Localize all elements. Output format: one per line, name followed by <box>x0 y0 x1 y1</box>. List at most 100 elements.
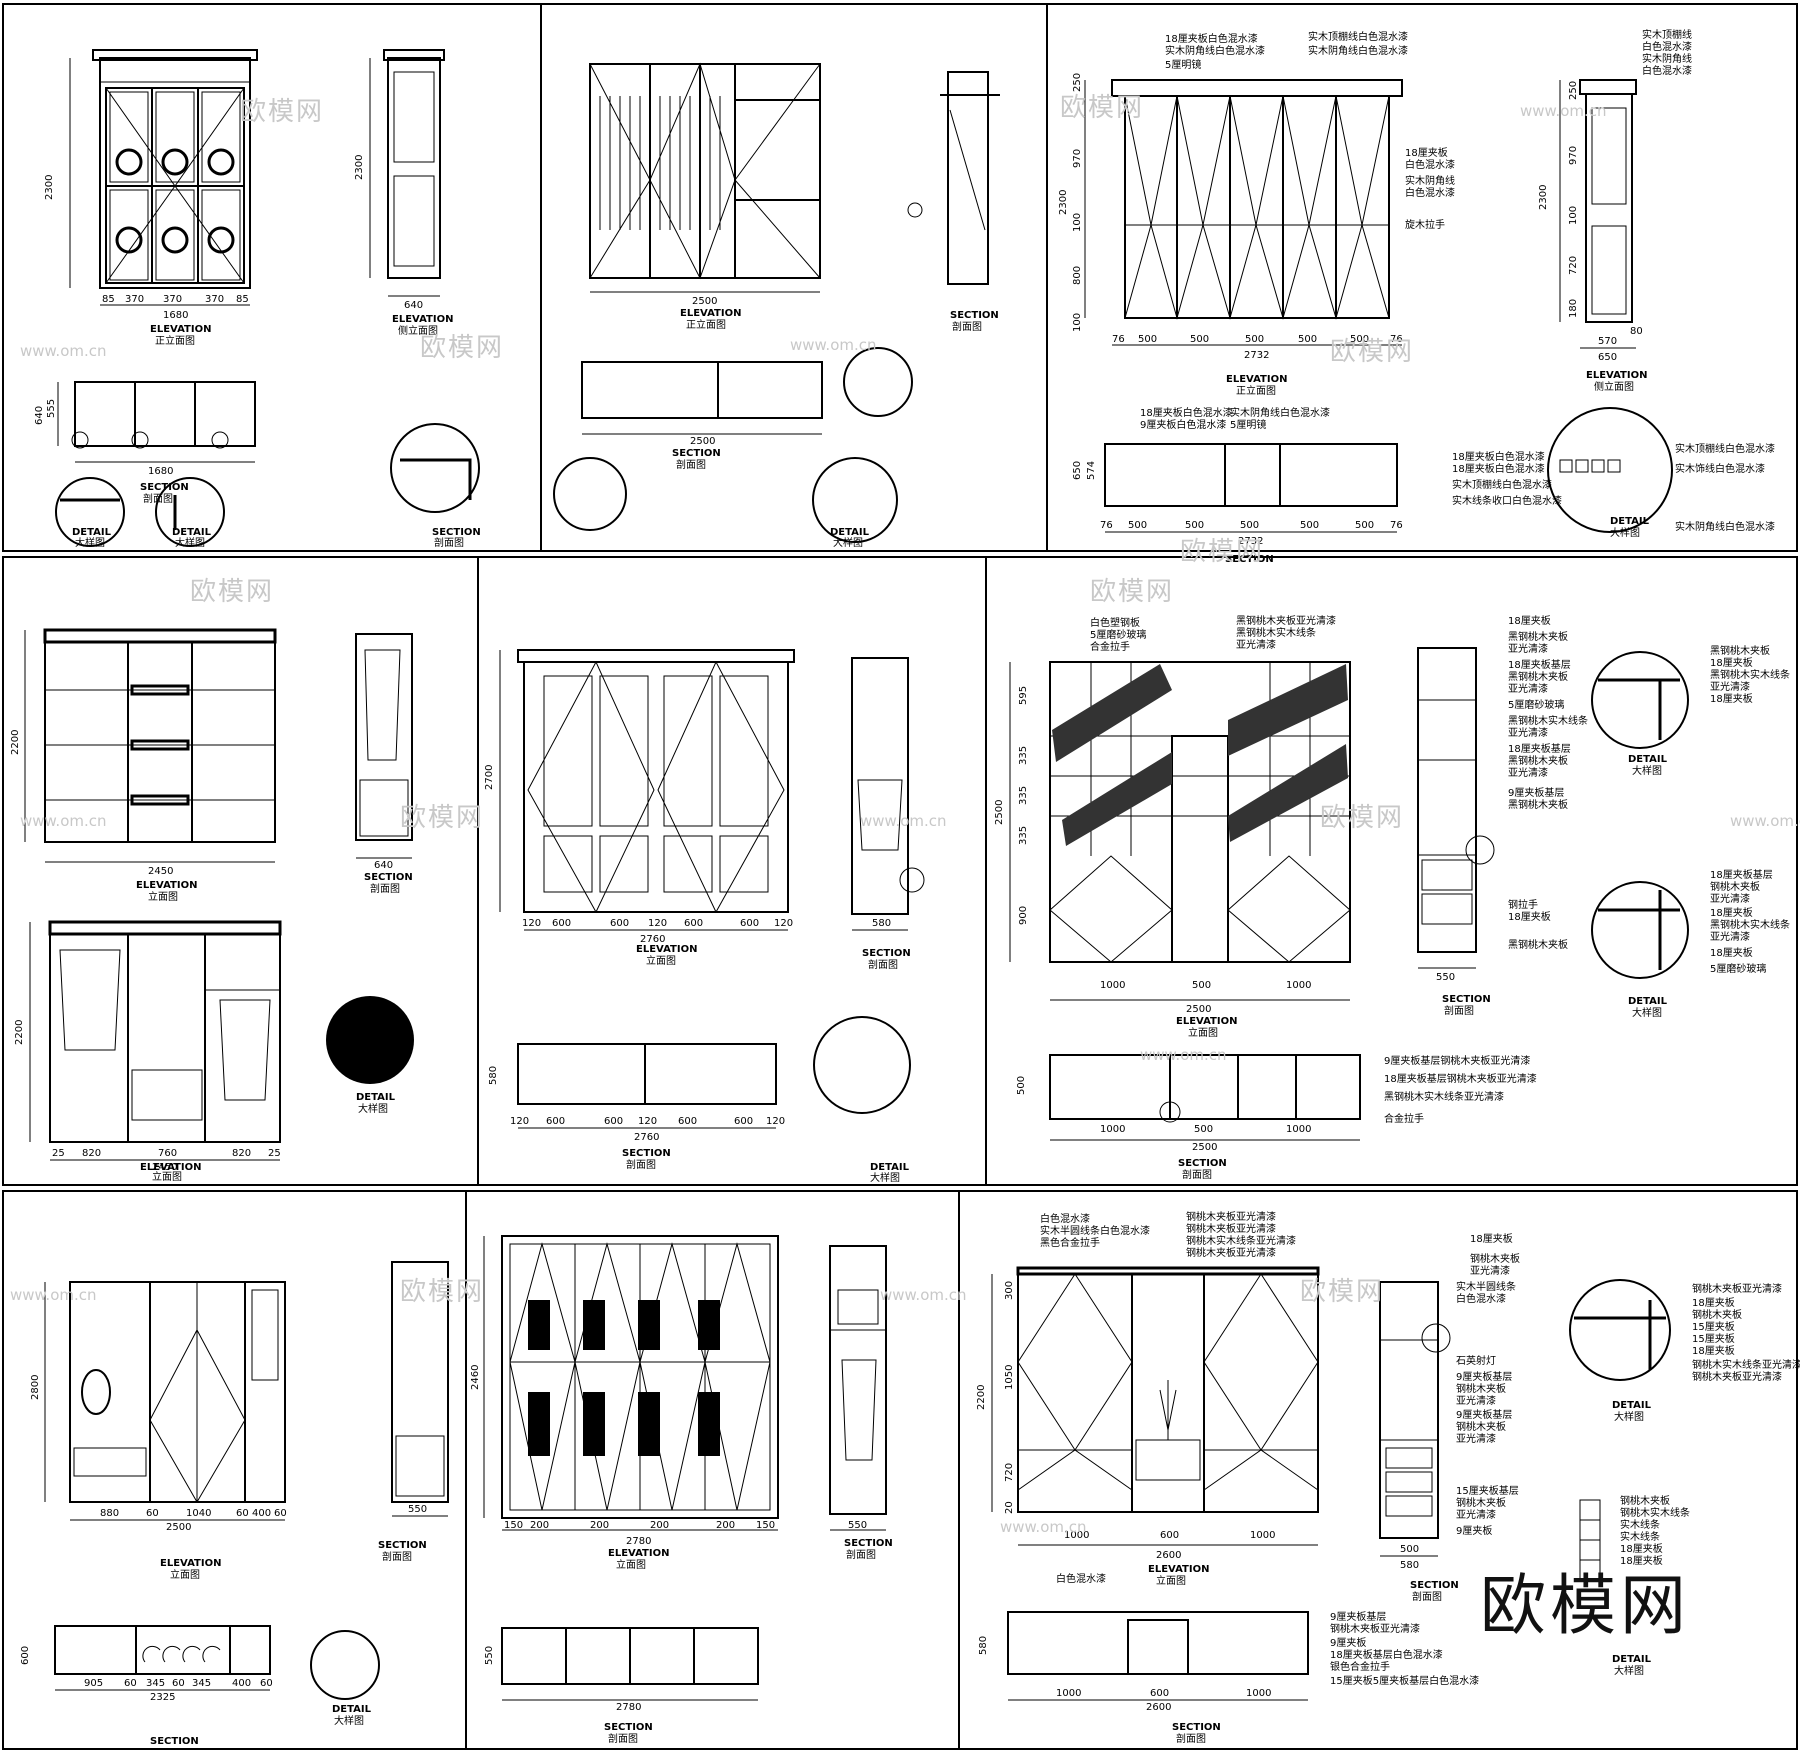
p7-section-depth: 600 <box>20 1646 31 1665</box>
svg-text:钢桃木夹板亚光清漆: 钢桃木夹板亚光清漆 <box>1186 1210 1276 1223</box>
svg-text:18厘夹板: 18厘夹板 <box>1710 906 1753 919</box>
p7-section-width: 2325 <box>150 1692 175 1703</box>
p7-elevation-height: 2800 <box>30 1375 41 1400</box>
svg-text:白色混水漆: 白色混水漆 <box>1642 40 1692 53</box>
p4-elevation-width: 2450 <box>148 866 173 877</box>
p6-side-heading: SECTION <box>1442 994 1491 1005</box>
svg-text:1000: 1000 <box>1250 1530 1275 1541</box>
p6-side-width: 550 <box>1436 972 1455 983</box>
p9-detail-d-labels: 钢桃木夹板 钢桃木实木线条 实木线条 实木线条 18厘夹板 18厘夹板 <box>1620 1494 1690 1567</box>
p1-detail-callouts <box>55 423 480 547</box>
p7-side-section-drawing <box>391 1261 449 1517</box>
svg-text:120: 120 <box>638 1116 657 1127</box>
p8-plan-section-drawing <box>501 1627 759 1701</box>
svg-text:钢桃木夹板: 钢桃木夹板 <box>1620 1494 1670 1507</box>
p6-elevation-name: 立面图 <box>1188 1026 1218 1039</box>
p9-side-labels: 18厘夹板 钢桃木夹板 亚光清漆 实木半圆线条 白色混水漆 石英射灯 9厘夹板基… <box>1456 1232 1520 1537</box>
p3-section-depth-b: 574 <box>1086 461 1097 480</box>
p2-side-name: 剖面图 <box>952 320 982 333</box>
svg-text:银色合金拉手: 银色合金拉手 <box>1330 1660 1390 1673</box>
p7-elevation-drawing <box>44 1281 286 1521</box>
svg-text:欧模网: 欧模网 <box>420 333 504 363</box>
svg-text:9厘夹板基层钢桃木夹板亚光清漆: 9厘夹板基层钢桃木夹板亚光清漆 <box>1384 1054 1530 1067</box>
p1-elevation-height: 2300 <box>44 175 55 200</box>
p1-side-elevation-drawing <box>369 49 445 297</box>
svg-text:5厘磨砂玻璃: 5厘磨砂玻璃 <box>1090 628 1146 641</box>
p7-elevation-width: 2500 <box>166 1522 191 1533</box>
p8-section-heading: SECTION <box>604 1722 653 1733</box>
svg-text:120: 120 <box>766 1116 785 1127</box>
svg-text:970: 970 <box>1072 149 1083 168</box>
p8-elevation-bottom-dims: 150 200 200 200 200 150 <box>504 1520 775 1531</box>
svg-text:www.om.cn: www.om.cn <box>20 342 107 360</box>
p6-section-name: 剖面图 <box>1182 1168 1212 1181</box>
svg-text:黑钢桃木实木线条: 黑钢桃木实木线条 <box>1710 668 1790 681</box>
p5-detail-heading: DETAIL <box>870 1162 910 1173</box>
p1-section-depth-b: 555 <box>46 399 57 418</box>
p3-side-width: 650 <box>1598 352 1617 363</box>
svg-text:实木线条: 实木线条 <box>1620 1530 1660 1543</box>
p7-section-heading: SECTION <box>150 1736 199 1747</box>
svg-text:白色混水漆: 白色混水漆 <box>1456 1292 1506 1305</box>
p6-detail-d-name: 大样图 <box>1632 1006 1662 1019</box>
p1-detail3-heading: SECTION <box>432 527 481 538</box>
p9-side-width: 580 <box>1400 1560 1419 1571</box>
p9-detail-d-name: 大样图 <box>1614 1664 1644 1677</box>
svg-text:76: 76 <box>1390 334 1403 345</box>
p3-detail-heading: DETAIL <box>1610 516 1650 527</box>
p6-side-name: 剖面图 <box>1444 1004 1474 1017</box>
svg-text:1000: 1000 <box>1100 1124 1125 1135</box>
panel-7: 880 60 1040 60 400 60 2800 2500 ELEVATIO… <box>20 1261 449 1747</box>
panel-4: 2450 2200 ELEVATION 立面图 640 SECTION 剖面图 … <box>10 628 414 1183</box>
panel-6: 1000 500 1000 595 335 335 335 900 2500 2… <box>994 614 1790 1181</box>
p6-section-width: 2500 <box>1192 1142 1217 1153</box>
p6-side-section-drawing <box>1417 647 1495 969</box>
p7-detail-name: 大样图 <box>334 1714 364 1727</box>
p7-elevation-heading: ELEVATION <box>160 1558 221 1569</box>
svg-text:钢桃木夹板: 钢桃木夹板 <box>1456 1420 1506 1433</box>
svg-text:500: 500 <box>1194 1124 1213 1135</box>
svg-text:200: 200 <box>530 1520 549 1531</box>
p8-side-section-drawing <box>829 1245 887 1531</box>
svg-text:18厘夹板白色混水漆: 18厘夹板白色混水漆 <box>1140 406 1233 419</box>
p4-side-heading: SECTION <box>364 872 413 883</box>
p3-side-dim-b: 80 <box>1630 326 1643 337</box>
svg-text:钢桃木夹板亚光清漆: 钢桃木夹板亚光清漆 <box>1186 1246 1276 1259</box>
p3-side-dim-a: 570 <box>1598 336 1617 347</box>
p1-side-name: 侧立面图 <box>398 324 438 337</box>
svg-text:9厘夹板: 9厘夹板 <box>1456 1524 1492 1537</box>
p3-detail-name: 大样图 <box>1610 526 1640 539</box>
svg-text:300: 300 <box>1004 1281 1015 1300</box>
svg-text:20: 20 <box>1004 1501 1015 1514</box>
panel-frame-7 <box>2 1190 467 1750</box>
svg-text:亚光清漆: 亚光清漆 <box>1508 766 1548 779</box>
svg-text:18厘夹板白色混水漆: 18厘夹板白色混水漆 <box>1165 32 1258 45</box>
svg-text:335: 335 <box>1018 786 1029 805</box>
svg-text:白色混水漆: 白色混水漆 <box>1405 186 1455 199</box>
svg-text:100: 100 <box>1072 213 1083 232</box>
p1-section-heading: SECTION <box>140 482 189 493</box>
svg-text:欧模网: 欧模网 <box>1180 537 1264 567</box>
svg-text:实木阴角线白色混水漆: 实木阴角线白色混水漆 <box>1675 520 1775 533</box>
svg-text:黑钢桃木夹板: 黑钢桃木夹板 <box>1508 670 1568 683</box>
panel-frame-1 <box>2 3 542 552</box>
svg-text:欧模网: 欧模网 <box>1330 337 1414 367</box>
p9-section-name: 剖面图 <box>1176 1732 1206 1745</box>
watermarks: 欧模网 www.om.cn 欧模网 www.om.cn 欧模网 www.om.c… <box>10 93 1800 1644</box>
panel-3: 76 500 500 500 500 500 76 250 970 100 80… <box>1058 28 1775 565</box>
svg-text:1000: 1000 <box>1246 1688 1271 1699</box>
p2-front-elevation-drawing <box>589 62 821 293</box>
svg-text:欧模网: 欧模网 <box>400 1277 484 1307</box>
svg-text:500: 500 <box>1355 520 1374 531</box>
svg-text:18厘夹板: 18厘夹板 <box>1692 1296 1735 1309</box>
svg-text:欧模网: 欧模网 <box>400 803 484 833</box>
svg-text:600: 600 <box>546 1116 565 1127</box>
svg-text:9厘夹板基层: 9厘夹板基层 <box>1456 1408 1512 1421</box>
svg-text:970: 970 <box>1568 146 1579 165</box>
p9-detail-c-heading: DETAIL <box>1612 1400 1652 1411</box>
svg-text:150: 150 <box>756 1520 775 1531</box>
svg-text:亚光清漆: 亚光清漆 <box>1508 682 1548 695</box>
svg-text:500: 500 <box>1300 520 1319 531</box>
p3-section-labels: 18厘夹板白色混水漆 9厘夹板白色混水漆 实木阴角线白色混水漆 5厘明镜 18厘… <box>1140 406 1562 507</box>
svg-text:370: 370 <box>125 294 144 305</box>
